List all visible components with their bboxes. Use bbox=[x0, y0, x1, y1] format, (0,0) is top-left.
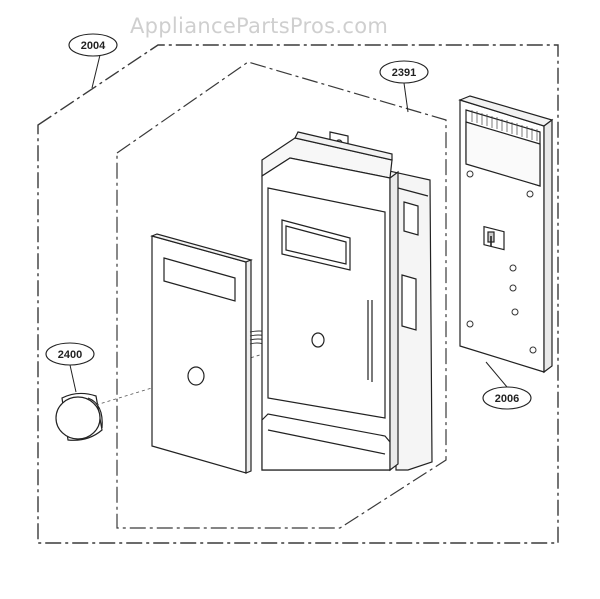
knob-part bbox=[55, 392, 103, 441]
leader-2006 bbox=[485, 361, 508, 388]
control-panel-part bbox=[150, 233, 253, 474]
outer-assembly-boundary bbox=[37, 44, 559, 544]
leader-2004 bbox=[91, 54, 101, 89]
callout-2391: 2391 bbox=[379, 60, 429, 84]
svg-text:2004: 2004 bbox=[81, 40, 106, 52]
svg-text:2391: 2391 bbox=[392, 67, 416, 79]
pcb-part bbox=[458, 95, 554, 374]
watermark: AppliancePartsPros.com bbox=[130, 14, 388, 38]
leader-2400 bbox=[69, 364, 77, 393]
svg-text:2400: 2400 bbox=[58, 349, 82, 361]
callout-2004: 2004 bbox=[68, 33, 118, 57]
rotary-switch bbox=[483, 225, 505, 251]
svg-text:2006: 2006 bbox=[495, 393, 519, 405]
callout-2006: 2006 bbox=[482, 386, 532, 410]
inner-assembly-boundary bbox=[116, 61, 447, 529]
main-housing-part bbox=[261, 131, 433, 472]
callout-2400: 2400 bbox=[45, 342, 95, 366]
leader-2391 bbox=[403, 82, 409, 113]
